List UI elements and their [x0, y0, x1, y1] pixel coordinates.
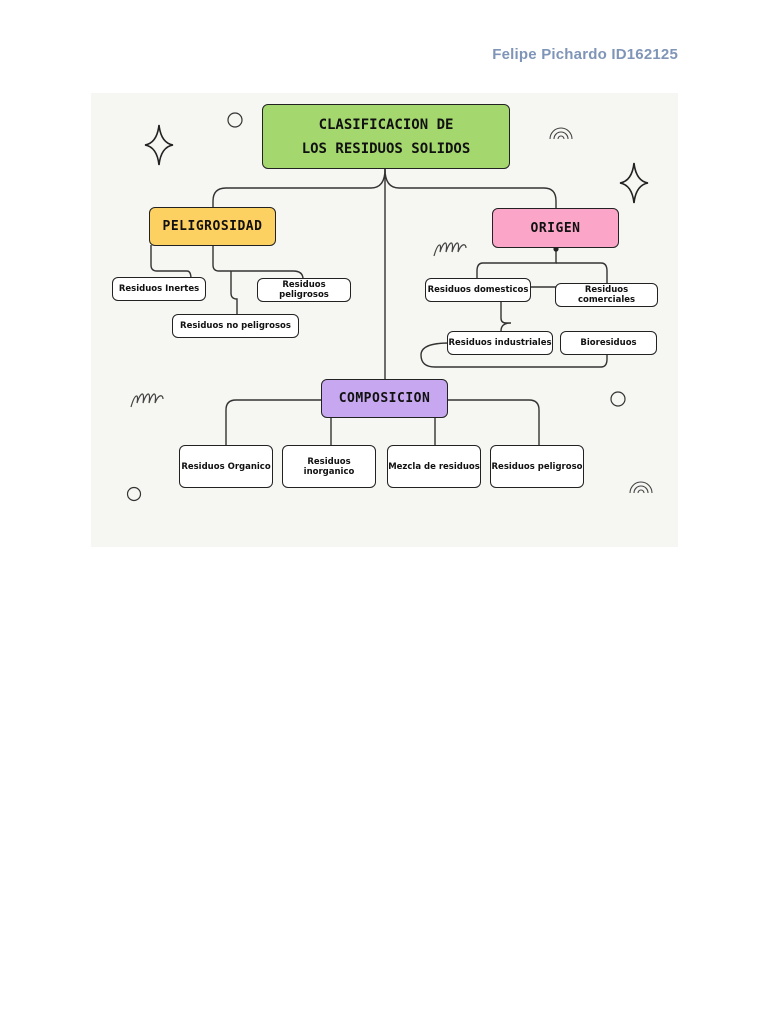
leaf-residuos-no-peligrosos: Residuos no peligrosos [172, 314, 299, 338]
leaf-residuos-comerciales: Residuos comerciales [555, 283, 658, 307]
circle-doodle-icon [610, 391, 626, 407]
loop-doodle-icon [433, 242, 467, 257]
loop-doodle-icon [130, 393, 164, 408]
leaf-residuos-industriales: Residuos industriales [447, 331, 553, 355]
circle-doodle-icon [227, 112, 243, 128]
rainbow-doodle-icon [629, 481, 653, 494]
concept-map: CLASIFICACION DE LOS RESIDUOS SOLIDOS PE… [91, 93, 678, 547]
diagram-title: CLASIFICACION DE LOS RESIDUOS SOLIDOS [262, 104, 510, 169]
leaf-residuos-inorganico: Residuos inorganico [282, 445, 376, 488]
leaf-residuos-domesticos: Residuos domesticos [425, 278, 531, 302]
category-peligrosidad: PELIGROSIDAD [149, 207, 276, 246]
leaf-mezcla-de-residuos: Mezcla de residuos [387, 445, 481, 488]
sparkle-icon [619, 162, 649, 204]
sparkle-icon [144, 124, 174, 166]
circle-doodle-icon [126, 486, 142, 502]
leaf-residuos-peligrosos: Residuos peligrosos [257, 278, 351, 302]
rainbow-doodle-icon [549, 127, 573, 140]
author-name: Felipe Pichardo ID162125 [492, 46, 678, 63]
leaf-residuos-organico: Residuos Organico [179, 445, 273, 488]
leaf-residuos-inertes: Residuos Inertes [112, 277, 206, 301]
category-composicion: COMPOSICION [321, 379, 448, 418]
leaf-residuos-peligroso: Residuos peligroso [490, 445, 584, 488]
leaf-bioresiduos: Bioresiduos [560, 331, 657, 355]
connector-lines [150, 168, 608, 446]
category-origen: ORIGEN [492, 208, 619, 248]
